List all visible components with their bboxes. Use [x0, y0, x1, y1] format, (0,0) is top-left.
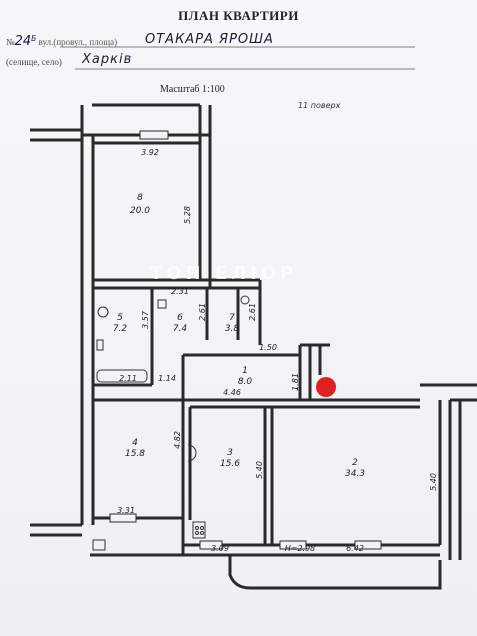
street-label: вул.(провул., площа) — [38, 37, 118, 47]
room-6-number: 6 — [177, 313, 183, 323]
floor-note: 11 поверх — [298, 101, 341, 110]
dim-150: 1.50 — [259, 343, 277, 352]
watermark: ТОП ЕЛІОР — [150, 263, 298, 284]
room-7-number: 7 — [229, 313, 235, 323]
dim-261b: 2.61 — [248, 303, 257, 321]
location-marker — [316, 377, 336, 397]
street-value: ОТАКАРА ЯРОША — [145, 32, 274, 47]
dim-392: 3.92 — [141, 148, 159, 157]
dim-482: 4.82 — [173, 431, 182, 449]
page-title: ПЛАН КВАРТИРИ — [178, 8, 299, 23]
dim-642: 6.42 — [346, 544, 364, 553]
room-3-area: 15.6 — [220, 459, 240, 469]
fixtures — [92, 295, 250, 551]
room-1-number: 1 — [242, 366, 248, 376]
room-8-number: 8 — [137, 193, 143, 203]
room-6-area: 7.4 — [173, 324, 188, 334]
dim-261a: 2.61 — [198, 303, 207, 321]
dim-540b: 5.40 — [429, 473, 438, 491]
room-7-area: 3.8 — [225, 324, 240, 334]
city-value: Харків — [82, 52, 133, 67]
dim-446: 4.46 — [223, 388, 241, 397]
dim-528: 5.28 — [183, 206, 192, 224]
scale-label: Масштаб 1:100 — [160, 84, 225, 95]
dimension-labels: 3.92 5.28 2.31 2.61 2.61 3.57 1.50 2.11 … — [117, 148, 438, 553]
dim-309: 3.09 — [211, 544, 229, 553]
house-number: 24 — [14, 34, 32, 49]
house-suffix: Б — [31, 34, 37, 43]
dim-298: H=2.98 — [285, 544, 316, 553]
room-1-area: 8.0 — [238, 377, 253, 387]
room-2-number: 2 — [352, 458, 358, 468]
windows — [109, 130, 382, 550]
walls — [30, 103, 477, 590]
room-5-number: 5 — [117, 313, 123, 323]
dim-540a: 5.40 — [255, 461, 264, 479]
room-4-number: 4 — [132, 438, 138, 448]
dim-211: 2.11 — [119, 374, 137, 383]
room-2-area: 34.3 — [345, 469, 365, 479]
address-line: №24Б вул.(провул., площа) — [6, 34, 117, 49]
room-5-area: 7.2 — [113, 324, 128, 334]
number-prefix: № — [6, 37, 15, 47]
room-4-area: 15.8 — [125, 449, 145, 459]
dim-181: 1.81 — [291, 373, 300, 391]
dim-331: 3.31 — [117, 506, 135, 515]
room-3-number: 3 — [227, 448, 233, 458]
dim-357: 3.57 — [141, 310, 150, 329]
city-label: (селище, село) — [6, 57, 62, 67]
room-8-area: 20.0 — [130, 206, 150, 216]
dim-231: 2.31 — [171, 287, 189, 296]
room-labels: 8 20.0 5 7.2 6 7.4 7 3.8 1 8.0 4 15.8 3 … — [113, 193, 365, 479]
dim-114: 1.14 — [158, 374, 176, 383]
